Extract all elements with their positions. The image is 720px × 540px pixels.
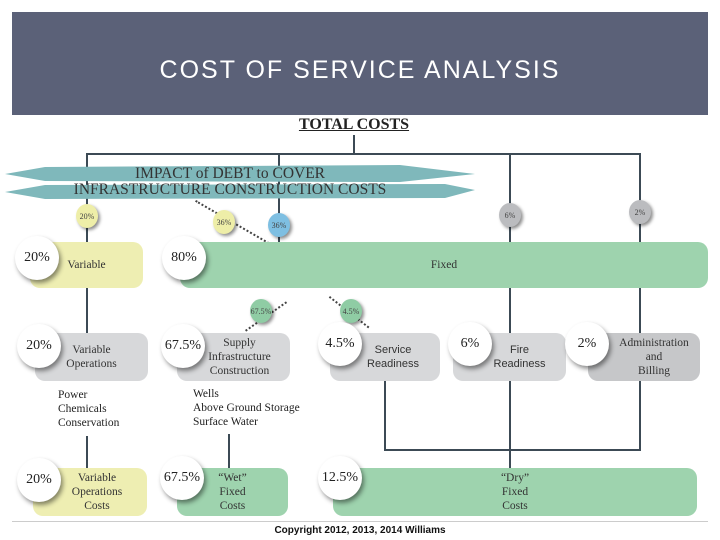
connector xyxy=(353,135,355,154)
debt-impact-banner xyxy=(5,165,475,199)
fixed-pct: 80% xyxy=(162,236,206,280)
copyright: Copyright 2012, 2013, 2014 Williams xyxy=(274,525,446,536)
connector xyxy=(384,381,386,451)
connector xyxy=(86,288,88,333)
supply-infrastructure-pct: 67.5% xyxy=(161,324,205,368)
supply-items-list: Wells Above Ground Storage Surface Water xyxy=(193,388,300,428)
connector xyxy=(86,153,641,155)
title-band xyxy=(12,12,708,115)
administration-billing-pct: 2% xyxy=(565,322,609,366)
fixed-box: Fixed xyxy=(180,242,708,288)
variable-pct: 20% xyxy=(15,236,59,280)
variable-items-list: Power Chemicals Conservation xyxy=(58,389,120,429)
connector xyxy=(384,449,641,451)
marker-variable: 20% xyxy=(76,204,98,228)
marker-fire: 6% xyxy=(499,203,521,227)
dry-fixed-costs-pct: 12.5% xyxy=(318,456,362,500)
variable-operations-pct: 20% xyxy=(17,324,61,368)
connector xyxy=(639,381,641,451)
footer-rule xyxy=(12,521,708,522)
marker-admin: 2% xyxy=(629,200,651,224)
debt-impact-text: IMPACT of DEBT to COVER INFRASTRUCTURE C… xyxy=(73,165,387,198)
connector xyxy=(86,436,88,468)
slide-title: COST OF SERVICE ANALYSIS xyxy=(159,56,561,84)
connector xyxy=(509,153,511,468)
marker-debt-blue: 36% xyxy=(268,213,290,237)
service-readiness-pct: 4.5% xyxy=(318,322,362,366)
connector xyxy=(228,434,230,468)
wet-fixed-costs-pct: 67.5% xyxy=(160,456,204,500)
marker-service: 4.5% xyxy=(340,299,362,323)
dry-fixed-costs-box: “Dry” Fixed Costs xyxy=(333,468,697,516)
marker-supply: 67.5% xyxy=(250,299,272,323)
marker-debt-yellow: 36% xyxy=(213,210,235,234)
variable-operations-costs-pct: 20% xyxy=(17,458,61,502)
total-costs-heading: TOTAL COSTS xyxy=(298,116,410,133)
fire-readiness-pct: 6% xyxy=(448,322,492,366)
